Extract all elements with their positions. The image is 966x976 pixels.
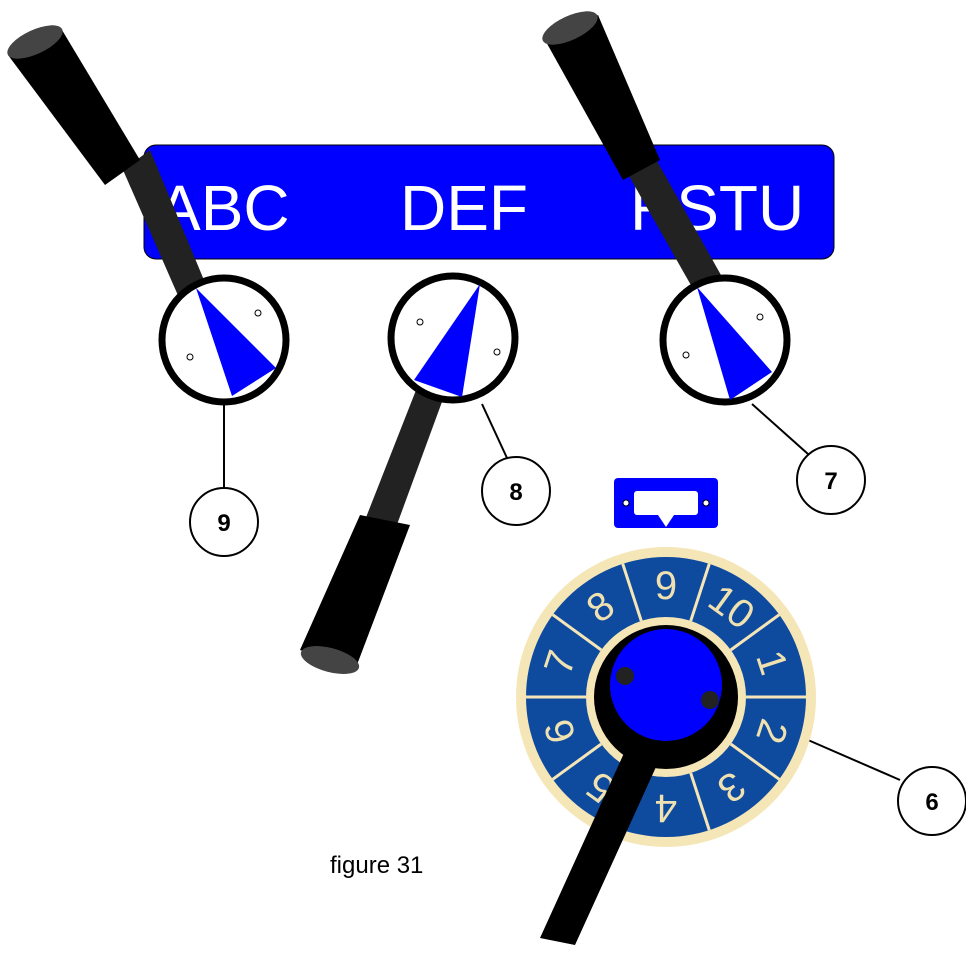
figure-caption: figure 31 [330, 852, 424, 879]
callout-6: 6 [897, 766, 966, 836]
callout-7: 7 [796, 445, 866, 515]
leader-lines [223, 402, 901, 781]
dial-divider [689, 563, 711, 622]
plate-label-def: DEF [400, 172, 528, 244]
dial-divider [551, 613, 603, 652]
lever-8[interactable] [298, 380, 450, 679]
callout-6-label: 6 [925, 789, 938, 816]
callout-9: 9 [189, 487, 259, 557]
dial-divider [729, 742, 781, 781]
dial-divider [729, 613, 781, 652]
callout-8: 8 [481, 456, 551, 526]
dial-pointer-tag [614, 478, 718, 528]
lever-7[interactable] [538, 4, 735, 310]
lever-9[interactable] [3, 18, 206, 300]
dial-divider [689, 772, 711, 831]
gauge-8 [387, 272, 519, 404]
dial-handle[interactable] [540, 740, 666, 945]
callout-8-label: 8 [509, 479, 522, 506]
dial-number: 9 [655, 564, 677, 608]
dial-hub[interactable] [610, 629, 722, 741]
dial-divider [551, 742, 603, 781]
dial-number: 4 [655, 786, 677, 830]
dial-divider [621, 563, 643, 622]
gauge-9 [158, 274, 290, 406]
dial-segment-dividers [526, 563, 806, 831]
callout-9-label: 9 [217, 510, 230, 537]
label-plate: ABC DEF RSTU [143, 144, 835, 260]
callout-7-label: 7 [824, 468, 837, 495]
gauge-7 [659, 274, 791, 406]
